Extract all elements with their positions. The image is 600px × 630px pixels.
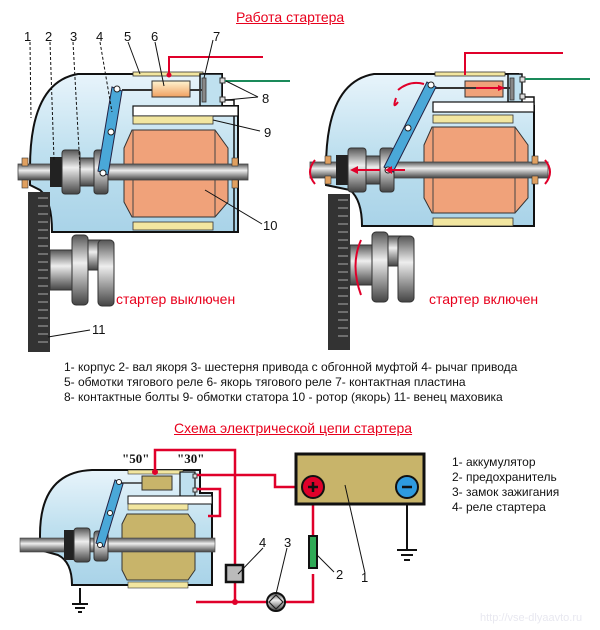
circuit-legend-3: 3- замок зажигания [452,485,560,499]
part-label-5: 5 [124,29,132,44]
state-label-on: стартер включен [429,291,539,307]
circuit-label-1: 1 [361,570,369,585]
crankshaft-off [49,234,115,307]
part-label-9: 9 [264,125,272,140]
circuit-diagram [19,448,426,613]
flywheel-11-off [28,192,50,352]
legend-line-2: 5- обмотки тягового реле 6- якорь тягово… [64,375,466,389]
circuit-label-2: 2 [336,567,344,582]
part-label-2: 2 [45,29,53,44]
motion-arrows [309,81,551,296]
main-title: Работа стартера [236,9,345,25]
pinion-3-off [50,157,62,187]
part-label-7: 7 [213,29,221,44]
contact-plate-7-off [201,77,207,103]
circuit-legend-2: 2- предохранитель [452,470,557,484]
ground-symbol-battery [397,504,417,561]
circuit-label-4: 4 [259,535,267,550]
circuit-label-3: 3 [284,535,292,550]
part-label-4: 4 [96,29,104,44]
relay-anchor-6-off [151,80,191,98]
terminal-50-label: "50" [122,451,150,466]
state-label-off: стартер выключен [116,291,236,307]
watermark: http://vse-dlyaavto.ru [480,612,583,624]
part-label-6: 6 [151,29,159,44]
part-label-8: 8 [262,91,270,106]
legend-line-3: 8- контактные болты 9- обмотки статора 1… [64,390,503,404]
ground-symbol-starter [72,588,88,613]
part-label-3: 3 [70,29,78,44]
contact-bolt-lower-off [219,96,226,103]
stator-winding-9-upper-off [132,115,214,125]
starter-off [17,39,290,352]
legend-line-1: 1- корпус 2- вал якоря 3- шестерня приво… [64,360,518,374]
circuit-legend-1: 1- аккумулятор [452,455,536,469]
circuit-relay-anchor [141,475,173,491]
circuit-title: Схема электрической цепи стартера [174,420,413,436]
starter-relay-4 [224,563,245,584]
red-wire-off [168,56,263,75]
part-label-10: 10 [263,218,278,233]
contact-bolt-upper-off [219,77,226,84]
circuit-legend-4: 4- реле стартера [452,500,546,514]
terminal-30-label: "30" [177,451,205,466]
starter-on [309,52,590,350]
part-label-11: 11 [92,322,106,337]
fuse-2 [308,535,318,569]
part-label-1: 1 [24,29,32,44]
stator-winding-9-lower-off [132,221,214,231]
